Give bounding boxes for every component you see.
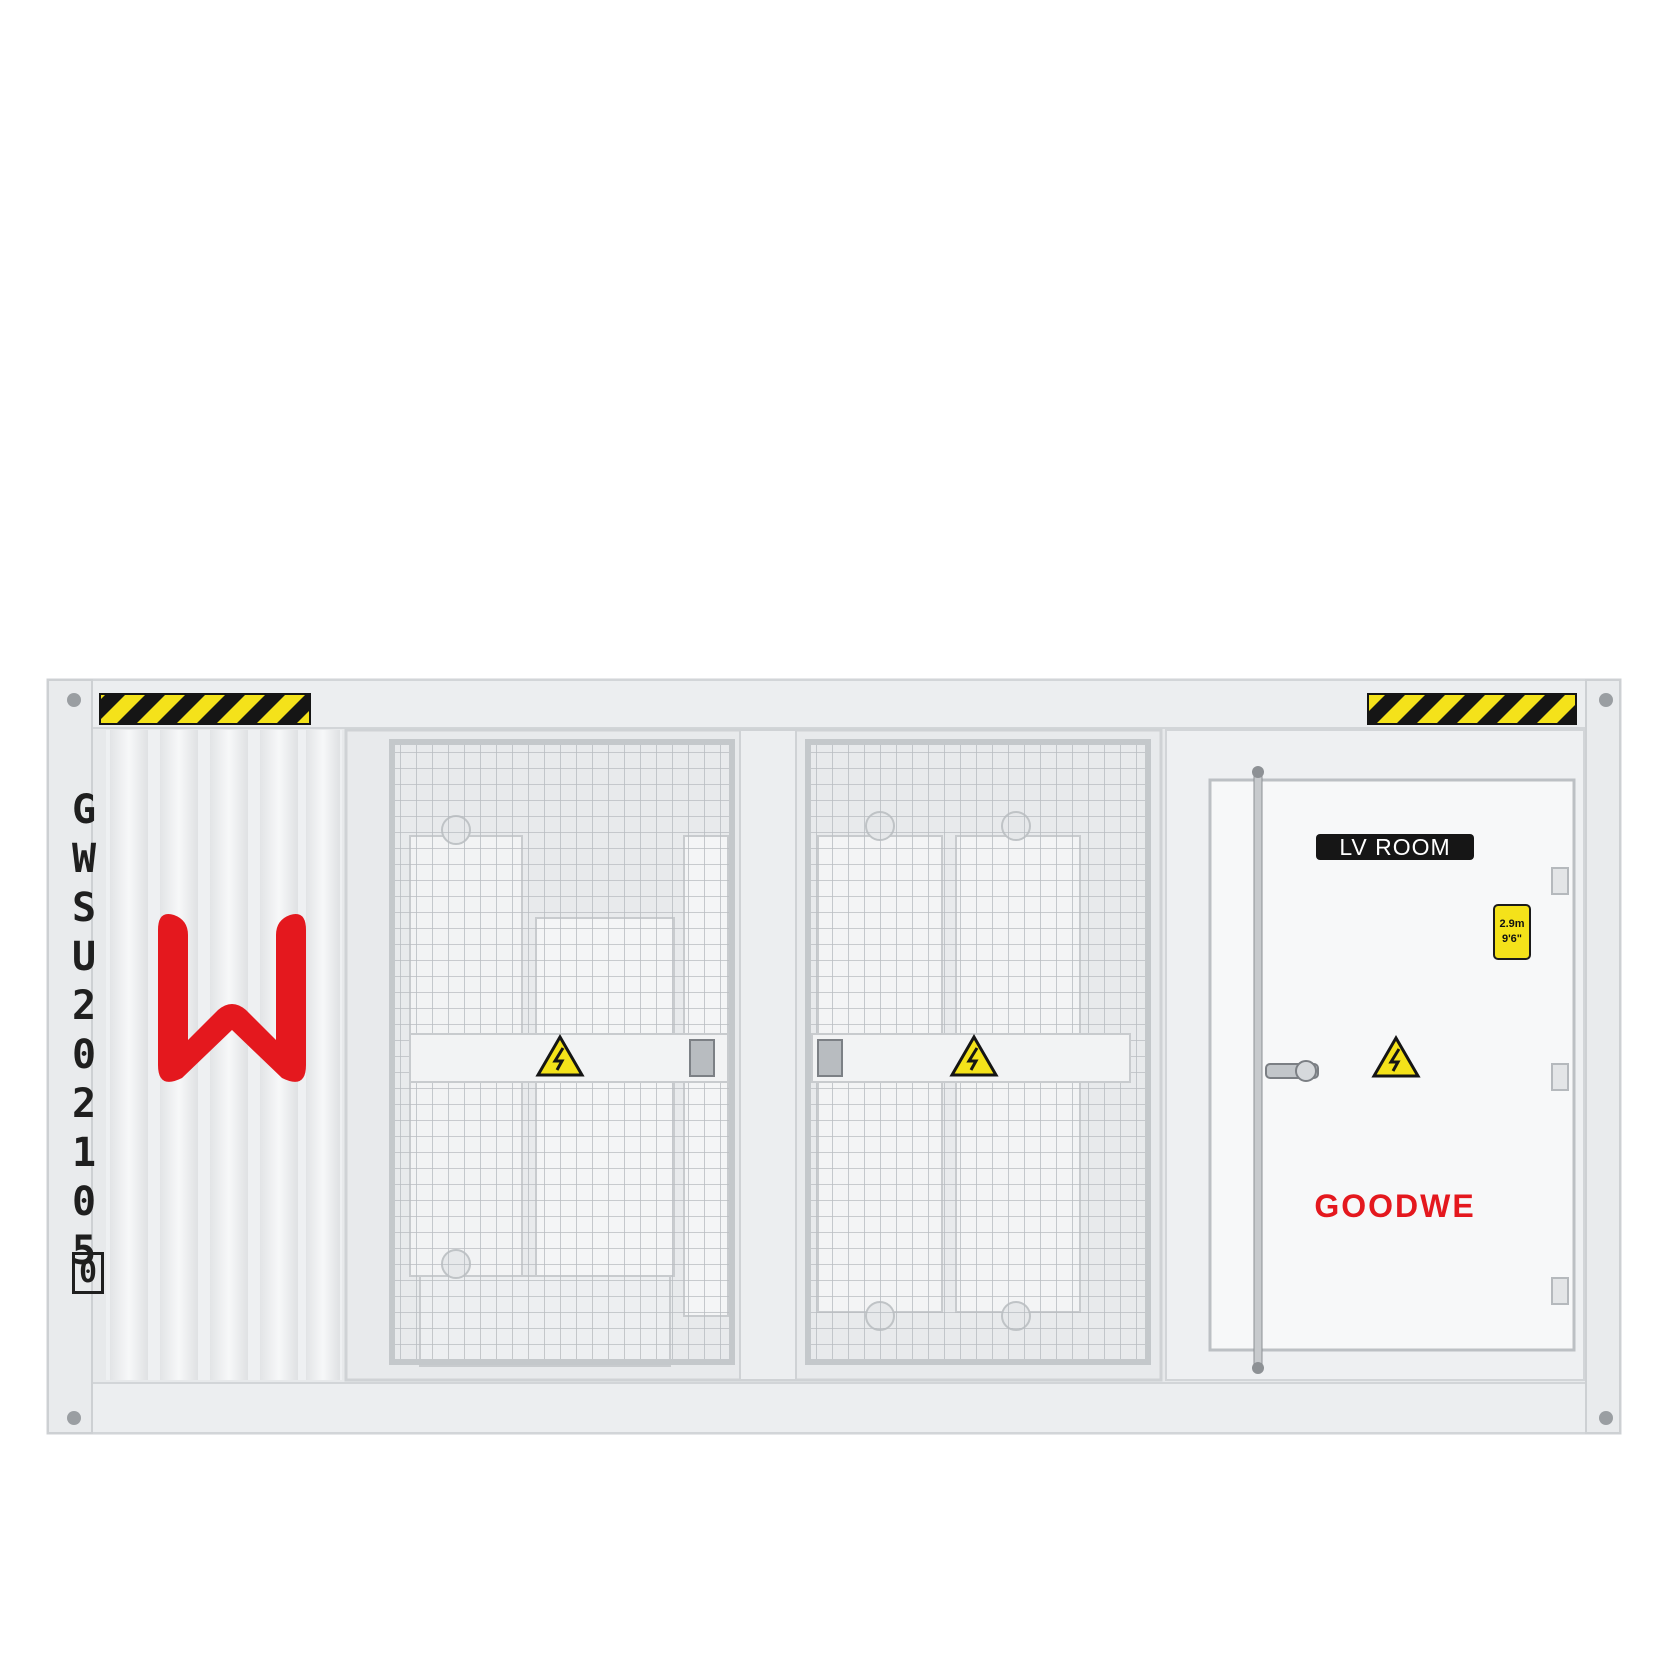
hinge [1551,1063,1569,1091]
container-id-code: G W S U 2 0 2 1 0 5 [66,790,102,1280]
hinge-bolt [1252,766,1264,778]
bottom-rail [47,1382,1621,1434]
hinge [1551,1277,1569,1305]
container-code-char: 5 [71,1228,97,1274]
container-code-char: 0 [71,1179,97,1225]
hinge-bolt [1252,1362,1264,1374]
goodwe-w-logo-icon [158,914,306,1082]
container-code-char: W [71,836,97,882]
door-latch [817,1039,843,1077]
container-code-char: G [71,787,97,833]
container-code-char: 0 [71,1032,97,1078]
check-digit: 0 [72,1252,104,1294]
corner-hole [67,1411,81,1425]
container-code-char: 2 [71,1081,97,1127]
height-badge: 2.9m 9'6" [1493,904,1531,960]
height-metric: 2.9m [1499,918,1525,930]
container-code-char: S [71,885,97,931]
container-code-char: 2 [71,983,97,1029]
door-hinge-bar [1253,769,1263,1371]
container-code-char: U [71,934,97,980]
corner-hole [1599,693,1613,707]
door-center-post [739,729,797,1381]
electrical-hazard-icon [949,1034,999,1077]
hazard-stripe-left [99,693,311,725]
electrical-hazard-icon [1371,1035,1421,1078]
electrical-hazard-icon [535,1034,585,1077]
hinge [1551,867,1569,895]
corner-hole [1599,1411,1613,1425]
brand-wordmark: GOODWE [1314,1188,1476,1224]
door-handle-icon[interactable] [1265,1060,1319,1082]
corner-hole [67,693,81,707]
height-imperial: 9'6" [1501,933,1523,945]
container-code-char: 1 [71,1130,97,1176]
lv-room-label: LV ROOM [1316,834,1474,860]
corner-post-right [1585,679,1621,1434]
door-latch [689,1039,715,1077]
hazard-stripe-right [1367,693,1577,725]
corner-post-left [47,679,93,1434]
